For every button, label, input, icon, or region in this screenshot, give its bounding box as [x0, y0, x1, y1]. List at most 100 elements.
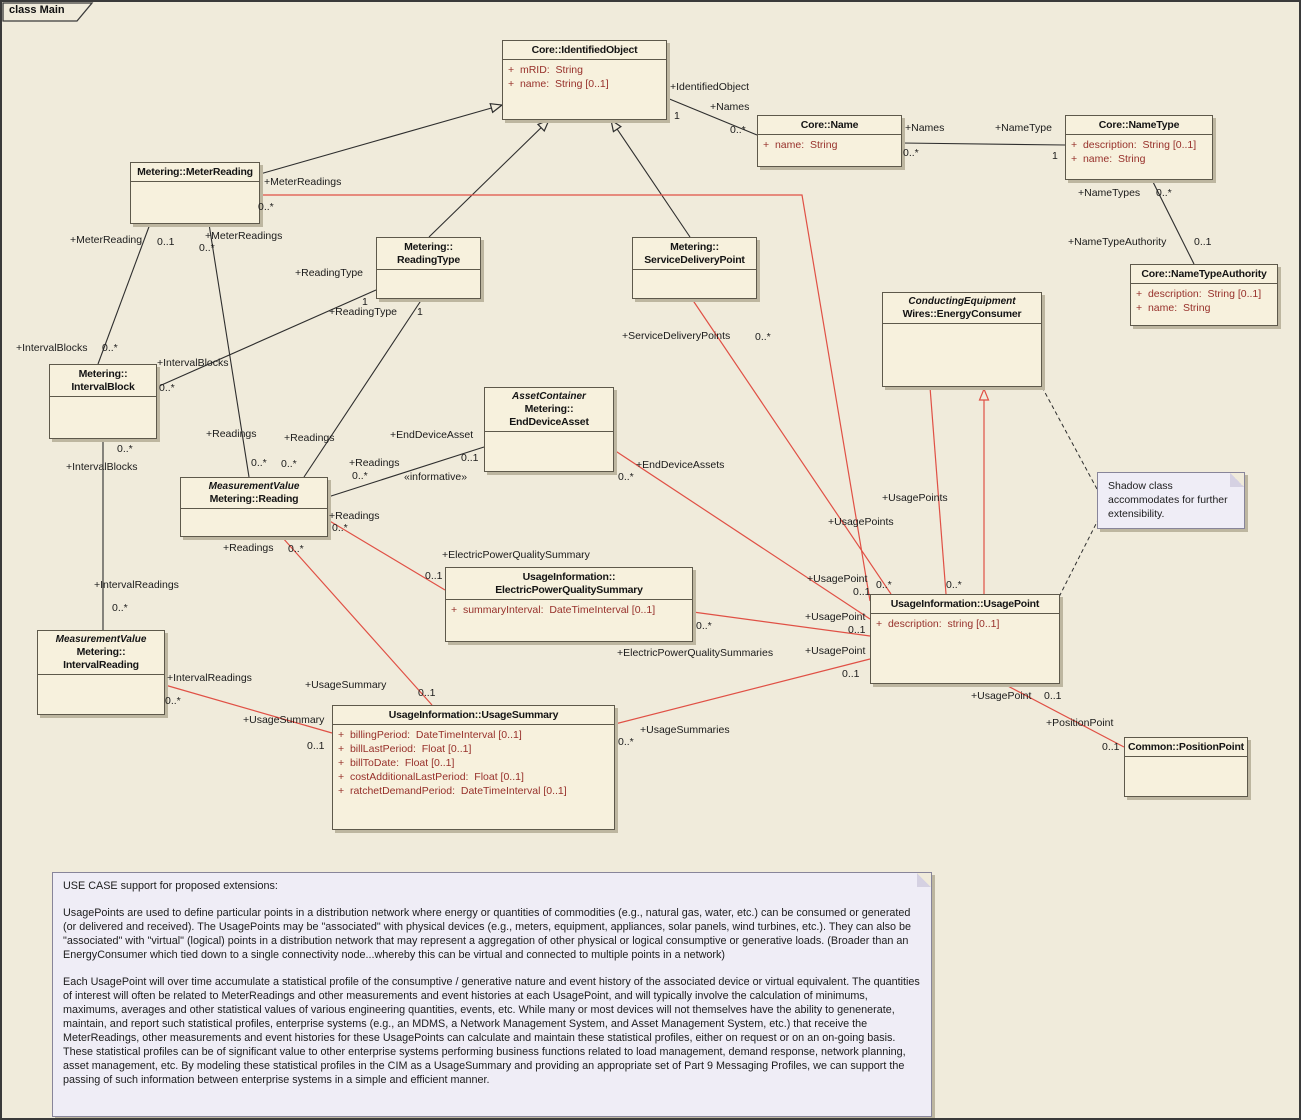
edge-label: 0..1 [842, 668, 860, 680]
association-energyconsumer-usagepoint [929, 386, 947, 595]
class-core-nametypeauthority[interactable]: Core::NameTypeAuthority + description: S… [1130, 264, 1278, 326]
edge-label: +NameTypes [1078, 187, 1141, 199]
edge-label: +Readings [206, 428, 257, 440]
edge-label: 1 [417, 306, 423, 318]
class-attribute: + mRID: String [508, 64, 583, 76]
edge-label: +Names [905, 122, 945, 134]
edge-label: 0..1 [425, 570, 443, 582]
association-readingtype-reading [303, 298, 423, 478]
edge-label: 0..* [251, 457, 267, 469]
edge-label: 0..* [288, 543, 304, 555]
edge-label: +ReadingType [295, 267, 364, 279]
class-metering-intervalreading[interactable]: MeasurementValue Metering:: IntervalRead… [37, 630, 165, 715]
class-name: Core::NameTypeAuthority [1141, 268, 1267, 280]
edge-label: 0..* [258, 201, 274, 213]
edge-label: 0..* [903, 147, 919, 159]
edge-label: +UsageSummary [243, 714, 325, 726]
class-name: IntervalBlock [71, 381, 135, 393]
class-name: UsageInformation::UsageSummary [388, 709, 559, 721]
class-attributes: + name: String [758, 135, 901, 166]
note-usecase[interactable]: USE CASE support for proposed extensions… [52, 872, 932, 1117]
edge-label: +Names [710, 101, 750, 113]
note-paragraph: USE CASE support for proposed extensions… [63, 880, 278, 892]
class-metering-readingtype[interactable]: Metering:: ReadingType [376, 237, 481, 299]
edge-label: 0..1 [418, 687, 436, 699]
class-core-name[interactable]: Core::Name + name: String [757, 115, 902, 167]
class-core-nametype[interactable]: Core::NameType + description: String [0.… [1065, 115, 1213, 180]
class-header: UsageInformation::UsagePoint [871, 595, 1059, 614]
edge-label: 0..* [1156, 187, 1172, 199]
class-core-identifiedobject[interactable]: Core::IdentifiedObject + mRID: String + … [502, 40, 667, 120]
class-attributes: + description: String [0..1] + name: Str… [1066, 135, 1212, 179]
class-metering-servicedeliverypoint[interactable]: Metering:: ServiceDeliveryPoint [632, 237, 757, 299]
edge-label: +IntervalBlocks [157, 357, 229, 369]
class-metering-reading[interactable]: MeasurementValue Metering::Reading [180, 477, 328, 537]
note-fold-corner [917, 873, 931, 887]
edge-label: +IntervalReadings [167, 672, 252, 684]
edge-label: +ElectricPowerQualitySummaries [617, 647, 774, 659]
class-metering-meterreading[interactable]: Metering::MeterReading [130, 162, 260, 224]
note-fold-corner [1230, 473, 1244, 487]
generalization-meterreading-identifiedobject [259, 105, 502, 175]
edge-label: +IdentifiedObject [670, 81, 750, 93]
edge-label: 0..1 [461, 452, 479, 464]
association-intervalreading-usagesummary [164, 684, 333, 734]
association-identifiedobject-name [666, 97, 758, 136]
class-usageinformation-usagepoint[interactable]: UsageInformation::UsagePoint + descripti… [870, 594, 1060, 684]
edge-label: +UsagePoint [805, 645, 866, 657]
note-paragraph: UsagePoints are used to define particula… [63, 907, 912, 961]
class-attributes: + mRID: String + name: String [0..1] [503, 60, 666, 119]
edge-label: +EndDeviceAsset [390, 429, 474, 441]
edge-label: +Readings [284, 432, 335, 444]
edge-label: 0..1 [1194, 236, 1212, 248]
edge-label: 0..1 [848, 624, 866, 636]
class-name: EndDeviceAsset [509, 416, 589, 428]
class-name: Metering::Reading [209, 493, 299, 505]
association-meterreading-reading [208, 223, 250, 478]
class-stereotype: ConductingEquipment [908, 296, 1016, 307]
edge-label: 0..* [618, 471, 634, 483]
edge-label: 0..* [946, 579, 962, 591]
class-usageinformation-electricpowerqualitysummary[interactable]: UsageInformation:: ElectricPowerQualityS… [445, 567, 693, 642]
class-metering-enddeviceasset[interactable]: AssetContainer Metering:: EndDeviceAsset [484, 387, 614, 472]
edge-label: +ReadingType [329, 306, 398, 318]
edge-label: +UsageSummaries [640, 724, 730, 736]
class-attribute: + name: String [1071, 153, 1146, 165]
class-header: Core::NameType [1066, 116, 1212, 135]
edge-label: +IntervalReadings [94, 579, 179, 591]
edge-label: +Readings [349, 457, 400, 469]
class-header: Core::IdentifiedObject [503, 41, 666, 60]
class-stereotype: AssetContainer [512, 391, 586, 402]
association-reading-electricpowerqualitysummary [327, 519, 446, 591]
edge-label: +Readings [223, 542, 274, 554]
edge-label: +IntervalBlocks [66, 461, 138, 473]
edge-label: 0..* [618, 736, 634, 748]
class-attributes: + description: String [0..1] + name: Str… [1131, 284, 1277, 325]
class-header: Core::Name [758, 116, 901, 135]
class-header: Common::PositionPoint [1125, 738, 1247, 757]
association-usagesummary-usagepoint [614, 658, 871, 725]
class-attributes [485, 432, 613, 471]
class-usageinformation-usagesummary[interactable]: UsageInformation::UsageSummary + billing… [332, 705, 615, 830]
class-wires-energyconsumer[interactable]: ConductingEquipment Wires::EnergyConsume… [882, 292, 1042, 387]
class-name: ReadingType [397, 254, 460, 266]
class-attributes [131, 182, 259, 223]
edge-label: +EndDeviceAssets [636, 459, 725, 471]
edge-label: +UsagePoint [805, 611, 866, 623]
class-attribute: + name: String [763, 139, 838, 151]
frame-tab [2, 2, 94, 22]
class-header: MeasurementValue Metering:: IntervalRead… [38, 631, 164, 675]
class-metering-intervalblock[interactable]: Metering:: IntervalBlock [49, 364, 157, 439]
class-common-positionpoint[interactable]: Common::PositionPoint [1124, 737, 1248, 797]
edge-label: +Readings [329, 510, 380, 522]
edge-label: 0..1 [157, 236, 175, 248]
edge-label: +UsagePoint [807, 573, 868, 585]
note-shadow-class[interactable]: Shadow class accommodates for further ex… [1097, 472, 1245, 529]
edge-label: +MeterReading [70, 234, 143, 246]
class-name: ElectricPowerQualitySummary [495, 584, 643, 596]
edge-label: +MeterReadings [264, 176, 342, 188]
class-name: UsageInformation:: [522, 571, 616, 583]
edge-label: 0..* [876, 579, 892, 591]
